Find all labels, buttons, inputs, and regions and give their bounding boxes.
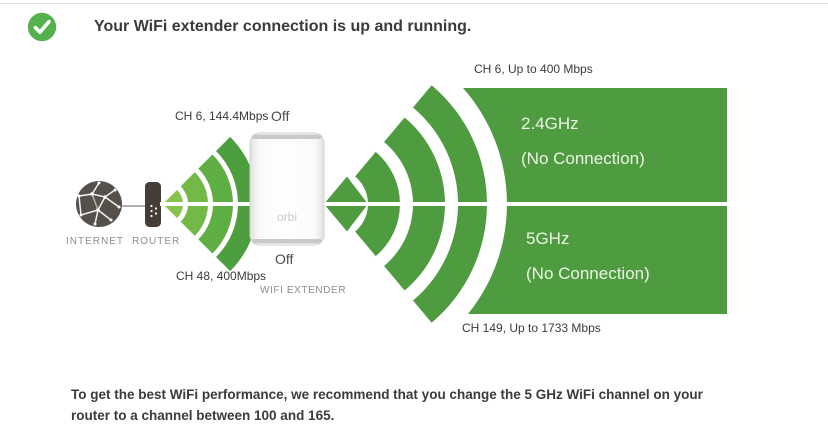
band-divider (160, 202, 727, 206)
router-5ghz-channel-label: CH 48, 400Mbps (176, 269, 267, 283)
success-check-icon (27, 12, 57, 42)
recommendation-line-2: router to a channel between 100 and 165. (71, 408, 335, 423)
extender-brand-label: orbi (276, 210, 297, 224)
internet-label: INTERNET (66, 236, 124, 247)
router-label: ROUTER (132, 236, 181, 247)
extender-device-icon (249, 132, 325, 246)
band-5ghz-connection-status: (No Connection) (526, 264, 650, 283)
extender-2-4ghz-status: Off (271, 108, 290, 124)
band-5ghz-name: 5GHz (526, 229, 570, 248)
extender-device-label: WIFI EXTENDER (260, 285, 347, 296)
extender-5ghz-channel-label: CH 149, Up to 1733 Mbps (462, 321, 601, 335)
extender-2-4ghz-channel-label: CH 6, Up to 400 Mbps (474, 62, 593, 76)
bands-panel (463, 88, 727, 314)
top-divider (0, 3, 828, 4)
recommendation-line-1: To get the best WiFi performance, we rec… (71, 387, 703, 402)
band-2-4ghz-connection-status: (No Connection) (521, 149, 645, 168)
band-2-4ghz-name: 2.4GHz (521, 114, 579, 133)
router-2-4ghz-channel-label: CH 6, 144.4Mbps (175, 109, 269, 123)
router-icon (145, 182, 161, 227)
recommendation-text: To get the best WiFi performance, we rec… (71, 384, 791, 426)
internet-globe-icon (76, 181, 122, 227)
extender-5ghz-status: Off (275, 251, 294, 267)
status-message: Your WiFi extender connection is up and … (94, 18, 472, 35)
